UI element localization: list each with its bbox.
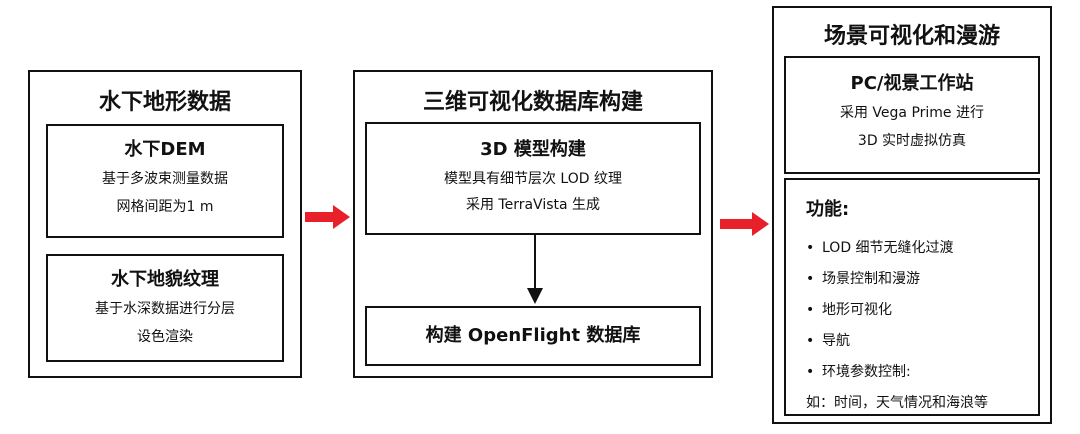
scene-visualization-panel: 场景可视化和漫游 PC/视景工作站 采用 Vega Prime 进行 3D 实时…: [772, 6, 1052, 424]
dem-line-1: 基于多波束测量数据: [102, 171, 228, 187]
underwater-terrain-panel: 水下地形数据 水下DEM 基于多波束测量数据 网格间距为1 m 水下地貌纹理 基…: [28, 70, 302, 378]
dem-title: 水下DEM: [124, 139, 206, 160]
texture-box: 水下地貌纹理 基于水深数据进行分层 设色渲染: [46, 254, 284, 362]
bullet-icon: •: [806, 271, 815, 287]
workstation-line-2: 3D 实时虚拟仿真: [857, 133, 967, 149]
feature-item-lod: •LOD 细节无缝化过渡: [806, 240, 954, 256]
flow-arrow-1: [305, 205, 350, 229]
feature-item-terrain: •地形可视化: [806, 302, 892, 318]
feature-item-navigation: •导航: [806, 333, 850, 349]
feature-item-scene-control: •场景控制和漫游: [806, 271, 920, 287]
model-build-title: 3D 模型构建: [480, 139, 586, 160]
workstation-box: PC/视景工作站 采用 Vega Prime 进行 3D 实时虚拟仿真: [784, 56, 1040, 174]
flow-arrow-1-shape: [305, 205, 350, 229]
texture-title: 水下地貌纹理: [111, 269, 219, 290]
dem-line-2: 网格间距为1 m: [116, 199, 214, 215]
workstation-title: PC/视景工作站: [850, 73, 974, 94]
bullet-icon: •: [806, 333, 815, 349]
feature-item-environment: •环境参数控制:: [806, 364, 911, 380]
model-build-box: 3D 模型构建 模型具有细节层次 LOD 纹理 采用 TerraVista 生成: [365, 122, 701, 235]
model-build-line-2: 采用 TerraVista 生成: [465, 197, 601, 213]
bullet-icon: •: [806, 302, 815, 318]
down-arrow: [527, 235, 543, 304]
bullet-icon: •: [806, 240, 815, 256]
bullet-icon: •: [806, 364, 815, 380]
database-build-panel: 三维可视化数据库构建 3D 模型构建 模型具有细节层次 LOD 纹理 采用 Te…: [353, 70, 713, 378]
features-list: •LOD 细节无缝化过渡 •场景控制和漫游 •地形可视化 •导航 •环境参数控制…: [806, 238, 954, 393]
flow-arrow-2-shape: [720, 212, 769, 236]
database-build-title: 三维可视化数据库构建: [422, 90, 643, 115]
texture-line-2: 设色渲染: [137, 329, 193, 345]
features-title: 功能:: [806, 199, 850, 220]
features-note: 如：时间，天气情况和海浪等: [806, 395, 988, 411]
workstation-line-1: 采用 Vega Prime 进行: [839, 105, 984, 121]
flow-arrow-2: [720, 212, 769, 236]
openflight-box: 构建 OpenFlight 数据库: [365, 306, 701, 366]
texture-line-1: 基于水深数据进行分层: [95, 301, 235, 317]
scene-visualization-title: 场景可视化和漫游: [823, 24, 1000, 49]
dem-box: 水下DEM 基于多波束测量数据 网格间距为1 m: [46, 124, 284, 238]
openflight-title: 构建 OpenFlight 数据库: [425, 325, 641, 346]
features-box: 功能: •LOD 细节无缝化过渡 •场景控制和漫游 •地形可视化 •导航 •环境…: [784, 178, 1040, 416]
underwater-terrain-title: 水下地形数据: [98, 90, 231, 115]
model-build-line-1: 模型具有细节层次 LOD 纹理: [443, 171, 622, 187]
